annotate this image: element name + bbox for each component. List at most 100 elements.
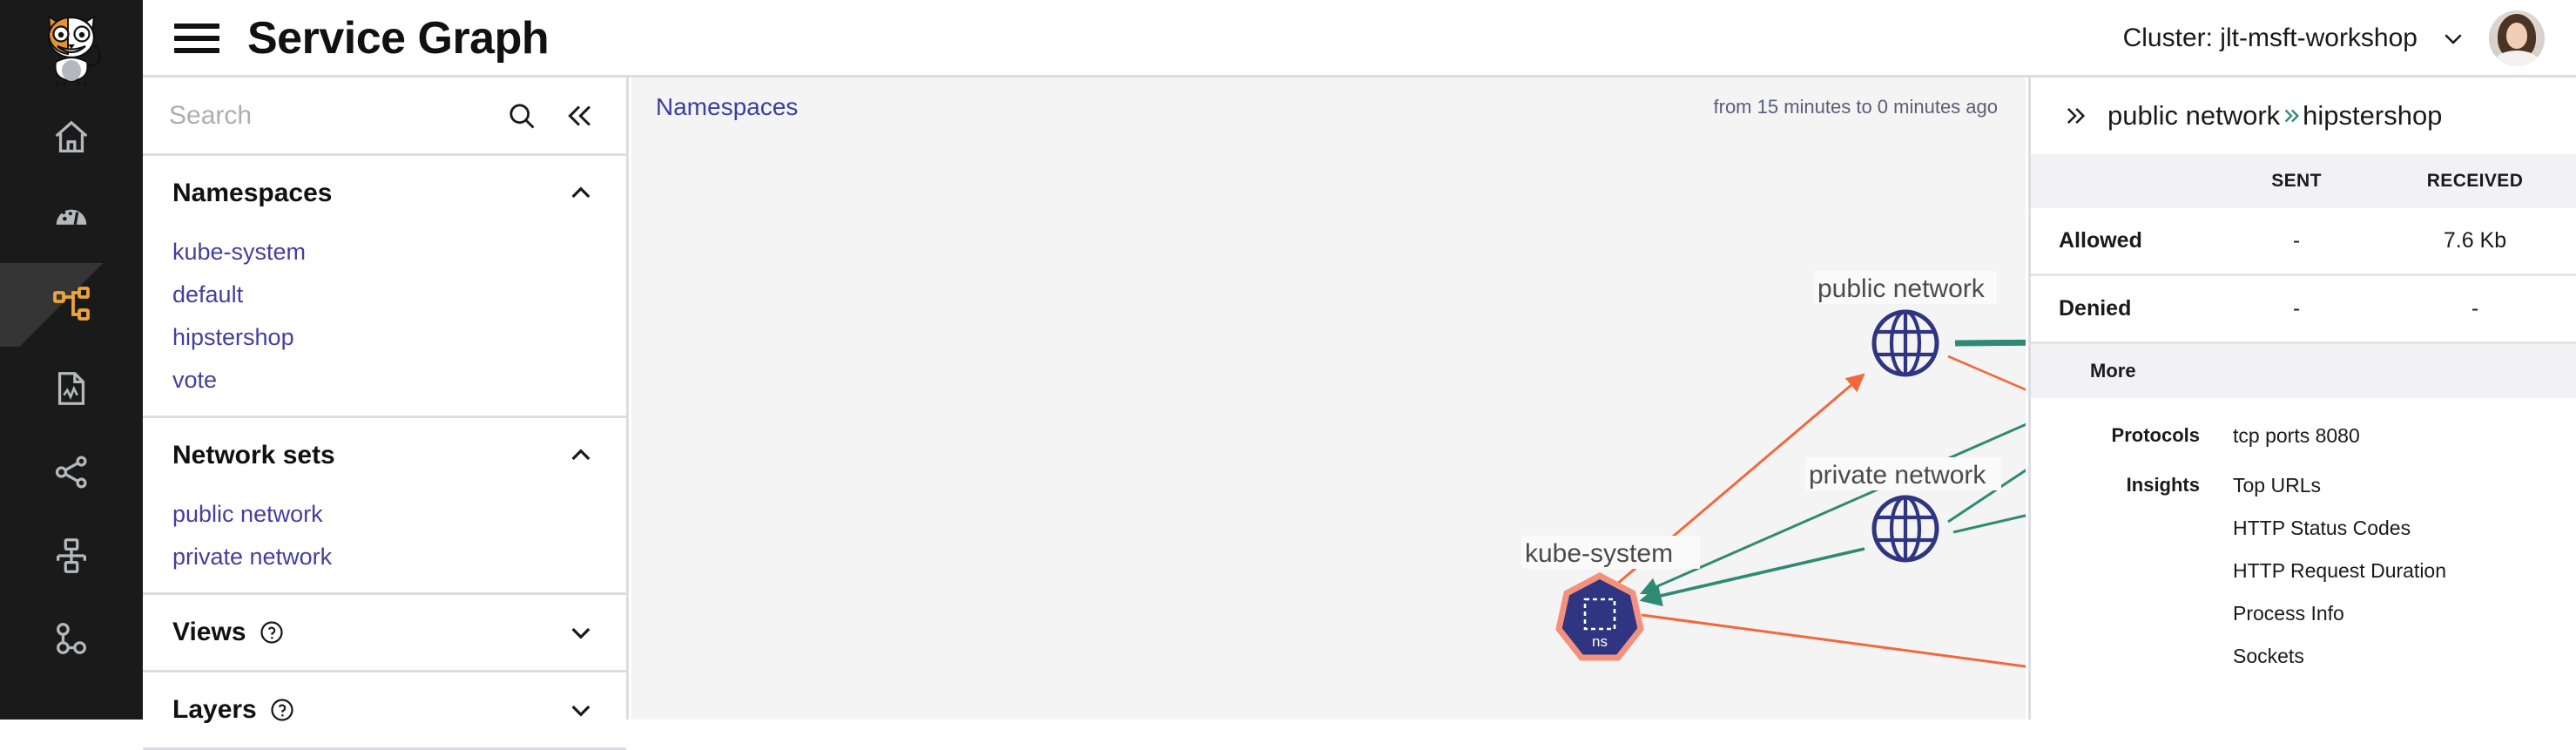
column-header-sent: SENT	[2271, 171, 2322, 191]
graph-node-public-network[interactable]: public network	[1814, 271, 1997, 377]
nodes-cluster-icon	[57, 623, 86, 654]
chevron-up-icon[interactable]	[567, 442, 595, 470]
graph-header: Namespaces from 15 minutes to 0 minutes …	[631, 78, 2026, 137]
top-bar: Service Graph Cluster: jlt-msft-workshop	[143, 0, 2576, 77]
calico-cat-logo[interactable]	[0, 0, 143, 96]
graph-node-kube-system[interactable]: kube-system ns	[1521, 536, 1700, 661]
node-label: public network	[1817, 274, 1986, 303]
row-allowed-sent: -	[2292, 228, 2301, 253]
list-item[interactable]: vote	[172, 367, 218, 393]
search-icon[interactable]	[506, 100, 537, 132]
list-item[interactable]: hipstershop	[172, 324, 294, 350]
sidebar-section-namespaces: Namespaces kube-system default hipstersh…	[143, 156, 626, 418]
chevron-down-icon[interactable]	[567, 618, 595, 646]
home-icon	[55, 120, 88, 152]
traffic-table-header: SENT RECEIVED	[2031, 154, 2576, 208]
column-header-received: RECEIVED	[2426, 171, 2524, 191]
service-graph-canvas[interactable]: Namespaces from 15 minutes to 0 minutes …	[631, 78, 2026, 720]
section-title: Network sets	[172, 441, 335, 470]
edge-public-network-hipstershop[interactable]	[1954, 339, 2026, 347]
sidebar-section-header-views[interactable]: Views	[143, 595, 626, 670]
sidebar-item-home[interactable]	[0, 96, 143, 179]
policies-hierarchy-icon	[57, 538, 86, 573]
left-sidebar-panel: Namespaces kube-system default hipstersh…	[143, 78, 629, 750]
node-ns-badge: ns	[1592, 633, 1608, 650]
table-row: Allowed - 7.6 Kb	[2031, 208, 2576, 276]
chevrons-right-icon	[2284, 109, 2300, 123]
insight-link-process-info[interactable]: Process Info	[2233, 602, 2344, 625]
protocols-value: tcp ports 8080	[2233, 424, 2360, 447]
user-avatar[interactable]	[2489, 10, 2545, 66]
sidebar-item-service-graph[interactable]	[0, 263, 143, 347]
section-title: Namespaces	[172, 179, 333, 207]
graph-node-private-network[interactable]: private network	[1805, 457, 2001, 563]
list-item[interactable]: default	[172, 281, 244, 307]
sidebar-section-views: Views	[143, 595, 626, 672]
sidebar-section-header-namespaces[interactable]: Namespaces	[143, 156, 626, 231]
detail-panel: public network hipstershop SENT RECEIVED…	[2028, 78, 2576, 720]
search-row	[143, 78, 626, 156]
chevron-down-icon[interactable]	[567, 696, 595, 724]
table-row: Denied - -	[2031, 276, 2576, 344]
detail-title-target: hipstershop	[2303, 100, 2443, 131]
sidebar-namespace-list: kube-system default hipstershop vote	[143, 231, 626, 416]
list-item[interactable]: private network	[172, 544, 333, 570]
detail-title-row: public network hipstershop	[2031, 78, 2576, 154]
sidebar-item-flow-logs[interactable]	[0, 347, 143, 430]
insights-label: Insights	[2126, 474, 2200, 496]
protocols-row: Protocols tcp ports 8080	[2031, 398, 2576, 448]
more-section-header[interactable]: More	[2031, 344, 2576, 398]
flow-logs-document-icon	[57, 372, 85, 405]
insight-link-http-request-duration[interactable]: HTTP Request Duration	[2233, 559, 2447, 582]
section-title: Views	[172, 618, 246, 646]
graph-edges	[1609, 339, 2026, 670]
breadcrumb[interactable]: Namespaces	[656, 93, 799, 120]
graph-svg: public network hipstershop ns vote ns pr…	[1521, 271, 2026, 670]
detail-title-source: public network	[2107, 100, 2281, 131]
sidebar-section-header-network-sets[interactable]: Network sets	[143, 418, 626, 493]
cluster-selector-label[interactable]: Cluster: jlt-msft-workshop	[2122, 24, 2418, 52]
edge-public-network-vote[interactable]	[1947, 355, 2026, 458]
hamburger-icon[interactable]	[171, 20, 223, 57]
protocols-label: Protocols	[2111, 424, 2200, 446]
row-label-allowed: Allowed	[2059, 228, 2142, 253]
edge-private-network-vote[interactable]	[1952, 478, 2026, 534]
network-share-icon	[55, 456, 87, 489]
edge-private-network-kube-system[interactable]	[1639, 547, 1865, 607]
help-circle-icon[interactable]	[259, 619, 285, 645]
list-item[interactable]: public network	[172, 501, 323, 527]
row-denied-sent: -	[2292, 296, 2301, 321]
sidebar-item-network-sets[interactable]	[0, 430, 143, 514]
detail-title: public network hipstershop	[2107, 100, 2442, 132]
insight-link-top-urls[interactable]: Top URLs	[2233, 474, 2321, 497]
sidebar-item-policies[interactable]	[0, 514, 143, 598]
chevrons-right-icon[interactable]	[2060, 104, 2090, 128]
row-label-denied: Denied	[2059, 296, 2132, 321]
chevron-up-icon[interactable]	[567, 179, 595, 207]
chevron-down-icon[interactable]	[2440, 25, 2466, 51]
insight-link-http-status-codes[interactable]: HTTP Status Codes	[2233, 517, 2411, 539]
row-denied-received: -	[2471, 296, 2479, 321]
chevrons-left-icon[interactable]	[563, 100, 595, 132]
node-label: private network	[1809, 461, 1986, 490]
sidebar-section-header-layers[interactable]: Layers	[143, 672, 626, 747]
node-label: kube-system	[1525, 539, 1673, 568]
time-range-label: from 15 minutes to 0 minutes ago	[1713, 96, 1999, 118]
header-divider	[143, 75, 2576, 78]
sidebar-section-layers: Layers	[143, 672, 626, 750]
top-bar-right: Cluster: jlt-msft-workshop	[2123, 10, 2545, 66]
icon-rail	[0, 0, 143, 720]
insights-row: Insights Top URLs HTTP Status Codes HTTP…	[2031, 448, 2576, 687]
node-selected-outline	[1555, 572, 1644, 661]
sidebar-item-dashboard[interactable]	[0, 179, 143, 263]
insight-link-sockets[interactable]: Sockets	[2233, 645, 2304, 667]
insights-list: Top URLs HTTP Status Codes HTTP Request …	[2233, 474, 2446, 687]
edge-kube-system-default[interactable]	[1641, 613, 2026, 670]
service-graph-icon	[53, 287, 90, 321]
list-item[interactable]: kube-system	[172, 239, 307, 265]
sidebar-item-nodes[interactable]	[0, 598, 143, 681]
page-title: Service Graph	[247, 13, 550, 64]
dashboard-gauge-icon	[56, 209, 87, 226]
edge-private-network-hipstershop[interactable]	[1947, 367, 2026, 524]
search-input[interactable]	[169, 100, 506, 131]
